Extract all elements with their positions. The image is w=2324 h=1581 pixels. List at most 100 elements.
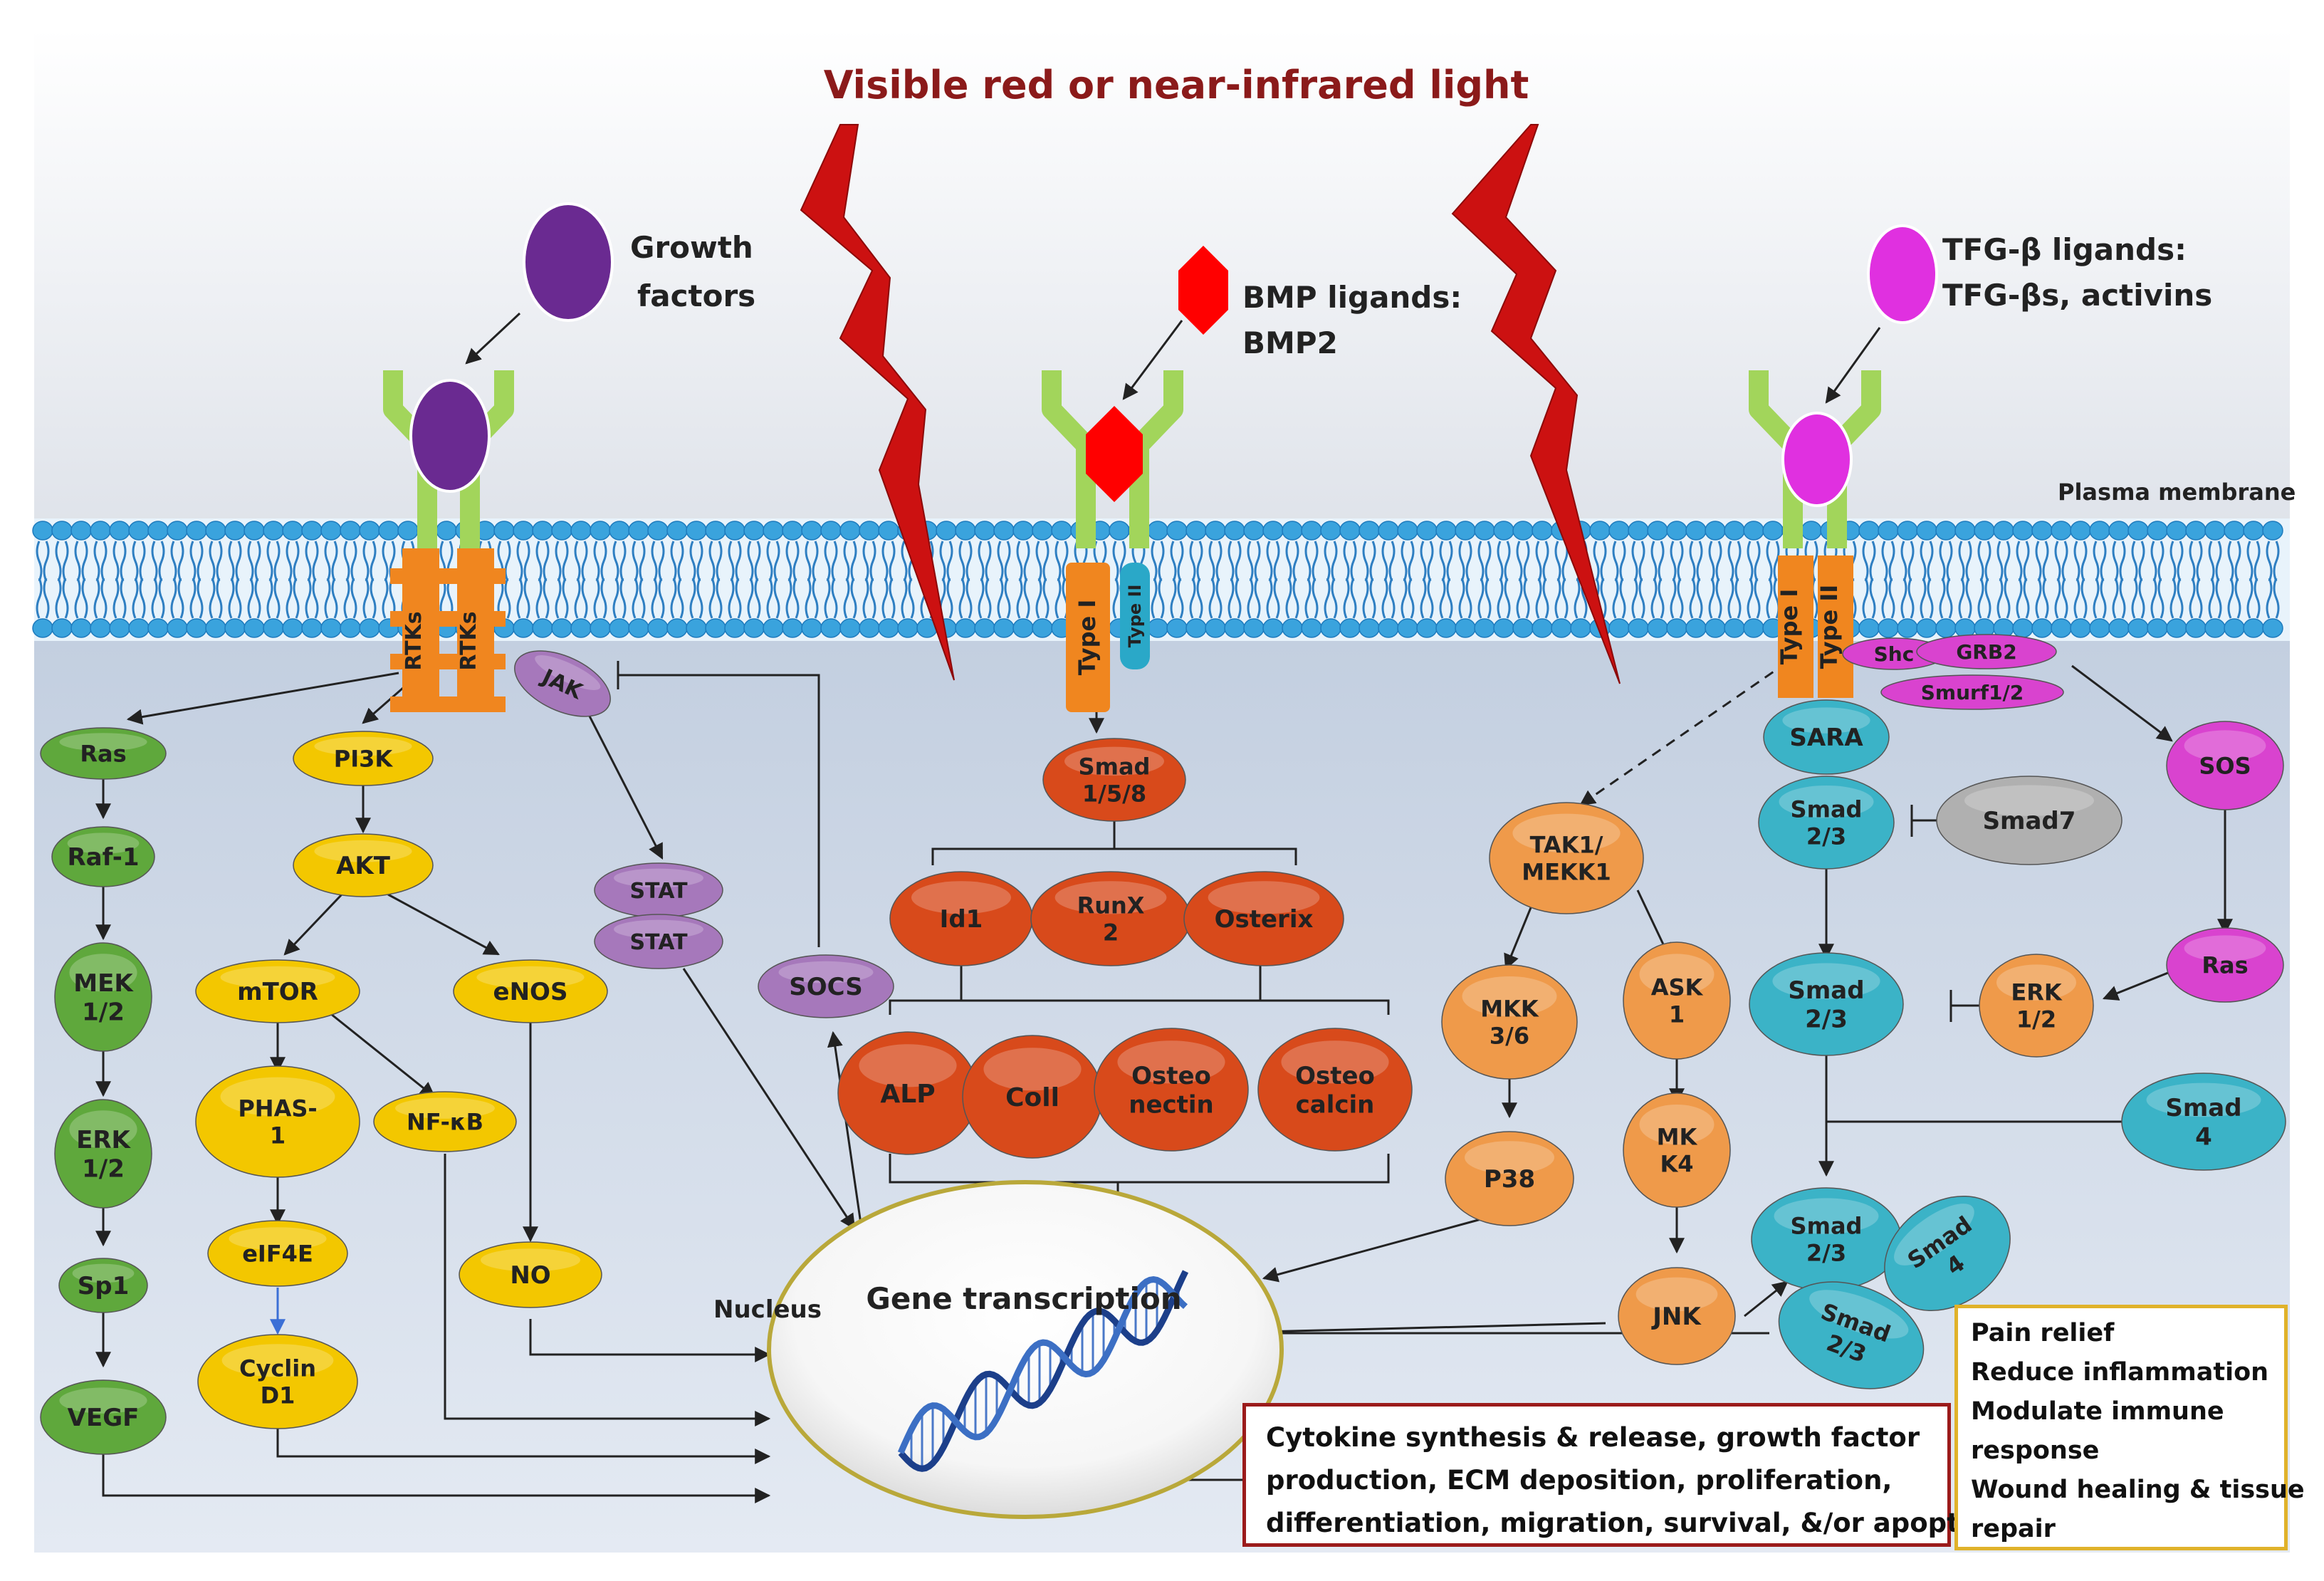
lipid-tail bbox=[535, 578, 543, 619]
lipid-tail bbox=[1023, 578, 1030, 619]
lipid-tail bbox=[1381, 578, 1388, 619]
lipid-head bbox=[705, 618, 726, 638]
lipid-tail bbox=[1312, 541, 1319, 582]
lipid-tail bbox=[1304, 541, 1312, 582]
node-shape bbox=[207, 1220, 348, 1287]
lipid-tail bbox=[651, 578, 658, 619]
lipid-head bbox=[1647, 618, 1668, 638]
node-highlight bbox=[1054, 881, 1167, 914]
lipid-tail bbox=[1554, 541, 1561, 582]
lipid-tail bbox=[1727, 541, 1734, 582]
lipid-tail bbox=[100, 578, 108, 619]
lipid-head bbox=[1243, 521, 1265, 541]
lipid-tail bbox=[997, 541, 1004, 582]
node-label-line: ERK bbox=[2011, 979, 2063, 1006]
node-label-line: K4 bbox=[1660, 1151, 1693, 1178]
lipid-tail bbox=[1708, 578, 1715, 619]
node-p38: P38 bbox=[1445, 1131, 1574, 1226]
lipid-tail bbox=[177, 578, 184, 619]
node-label-line: SOCS bbox=[789, 973, 862, 1001]
lipid-tail bbox=[2131, 578, 2138, 619]
lipid-head bbox=[1685, 521, 1707, 541]
lipid-head bbox=[1320, 618, 1341, 638]
lipid-tail bbox=[1331, 578, 1338, 619]
lipid-tail bbox=[2004, 541, 2011, 582]
node-label-line: Osterix bbox=[1215, 905, 1314, 934]
lipid-tail bbox=[1619, 541, 1626, 582]
node-label-line: JNK bbox=[1651, 1303, 1702, 1331]
cellular-effects-box: Cytokine synthesis & release, growth fac… bbox=[1242, 1403, 2018, 1547]
lipid-tail bbox=[1907, 541, 1915, 582]
lipid-head bbox=[570, 618, 592, 638]
lipid-tail bbox=[1754, 541, 1761, 582]
node-shape bbox=[1618, 1267, 1736, 1365]
lipid-head bbox=[628, 618, 649, 638]
lipid-tail bbox=[1658, 541, 1665, 582]
lipid-tail bbox=[1677, 541, 1684, 582]
lipid-tail bbox=[504, 578, 511, 619]
node-label-line: MK bbox=[1657, 1123, 1698, 1150]
node-label-line: VEGF bbox=[68, 1404, 140, 1432]
outcome-modulate-immune: Modulate immune bbox=[1971, 1397, 2224, 1426]
lipid-tail bbox=[805, 578, 812, 619]
lipid-tail bbox=[716, 578, 723, 619]
lipid-head bbox=[1935, 618, 1957, 638]
lipid-tail bbox=[958, 541, 965, 582]
lipid-tail bbox=[1523, 578, 1530, 619]
lipid-tail bbox=[1369, 541, 1376, 582]
lipid-head bbox=[936, 521, 957, 541]
lipid-head bbox=[263, 521, 284, 541]
lipid-tail bbox=[343, 541, 350, 582]
lipid-tail bbox=[2119, 541, 2126, 582]
lipid-tail bbox=[350, 541, 357, 582]
lipid-tail bbox=[2138, 578, 2145, 619]
lipid-tail bbox=[1977, 578, 1984, 619]
lipid-tail bbox=[543, 578, 550, 619]
lipid-tail bbox=[773, 578, 780, 619]
node-shape bbox=[197, 1334, 358, 1429]
node-label-line: Smad bbox=[1788, 976, 1864, 1005]
node-label: Shc bbox=[1874, 642, 1915, 666]
lipid-tail bbox=[574, 541, 581, 582]
lipid-tail bbox=[1035, 541, 1042, 582]
lipid-tail bbox=[677, 578, 684, 619]
lipid-head bbox=[90, 618, 111, 638]
lipid-tail bbox=[151, 578, 158, 619]
lipid-tail bbox=[1208, 578, 1215, 619]
lipid-head bbox=[2127, 521, 2149, 541]
lipid-tail bbox=[1900, 541, 1907, 582]
lipid-tail bbox=[2234, 541, 2241, 582]
lipid-tail bbox=[2177, 541, 2184, 582]
lipid-tail bbox=[331, 578, 338, 619]
lipid-head bbox=[1993, 521, 2014, 541]
node-vegf: VEGF bbox=[40, 1379, 167, 1455]
node-highlight bbox=[1772, 963, 1880, 999]
lipid-tail bbox=[843, 541, 850, 582]
lipid-head bbox=[782, 618, 803, 638]
lipid-head bbox=[820, 521, 842, 541]
lipid-tail bbox=[1708, 541, 1715, 582]
node-label-line: Smad bbox=[2165, 1094, 2241, 1122]
lipid-tail bbox=[1650, 541, 1658, 582]
node-label-line: Ras bbox=[2202, 952, 2248, 979]
node-highlight bbox=[59, 733, 147, 751]
lipid-tail bbox=[2273, 541, 2280, 582]
connector-lines bbox=[95, 312, 2233, 1503]
lipid-head bbox=[1378, 618, 1399, 638]
node-highlight bbox=[481, 1248, 580, 1272]
node-label: Id1 bbox=[940, 905, 983, 934]
lipid-head bbox=[782, 521, 803, 541]
lipid-head bbox=[724, 618, 745, 638]
lipid-tail bbox=[2131, 541, 2138, 582]
lipid-tail bbox=[523, 578, 530, 619]
node-shape bbox=[1880, 674, 2064, 710]
lipid-tail bbox=[1458, 541, 1465, 582]
dna-strand bbox=[898, 1270, 1189, 1472]
node-smad7: Smad7 bbox=[1936, 776, 2123, 865]
